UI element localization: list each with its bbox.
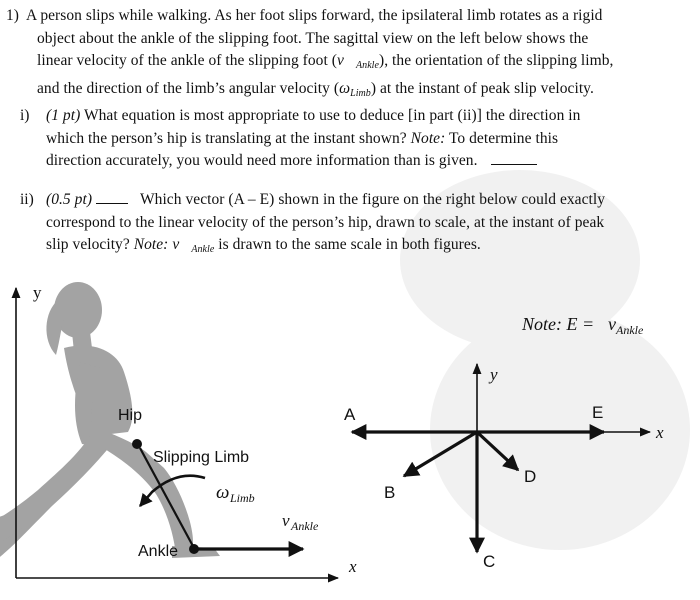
intro-line-2: object about the ankle of the slipping f… [37,29,589,47]
part-ii-line-3a: slip velocity? [46,236,134,253]
label-e: E [592,403,603,422]
part-i-line-3: direction accurately, you would need mor… [46,152,478,169]
label-c: C [483,552,495,571]
right-x-axis-label: x [655,423,664,442]
intro-line-4: and the direction of the limb’s angular … [26,78,696,106]
right-figure: Note: E = v⃗ Ankle y x A E B C D [344,314,664,571]
part-ii-v-subscript: Ankle [191,244,215,255]
omega-curved-arrow [139,474,206,507]
label-d: D [524,467,536,486]
part-ii-label: ii) [20,191,34,208]
part-i-label: i) [20,107,30,124]
v-ankle-subscript: Ankle [355,60,379,71]
v-ankle-label-subscript: Ankle [290,519,319,533]
omega-subscript: Limb [350,87,371,99]
intro-line-3a: linear velocity of the ankle of the slip… [37,52,337,69]
note-v-symbol: v⃗ [608,314,630,334]
vector-b [402,430,478,478]
v-ankle-label: v⃗ [282,511,303,530]
label-b: B [384,483,395,502]
intro-line-4a: and the direction of the limb’s angular … [37,79,340,97]
part-ii-line-2: correspond to the linear velocity of the… [46,213,605,231]
omega-symbol: ω [339,79,351,97]
person-silhouette [0,282,220,558]
part-ii-points: (0.5 pt) [46,191,93,208]
intro-line-1: A person slips while walking. As her foo… [26,7,603,24]
intro-line-3b: ), the orientation of the slipping limb, [379,52,614,69]
intro-line-4b: ) at the instant of peak slip velocity. [370,79,594,97]
part-i-text: (1 pt) What equation is most appropriate… [46,105,696,173]
part-i-points: (1 pt) [46,107,81,124]
part-ii-note-label: Note: [133,236,169,253]
part-i-note-label: Note: [410,129,446,147]
part-ii-line-3b: is drawn to the same scale in both figur… [214,236,481,253]
slipping-limb-line [139,447,195,549]
left-y-axis-label: y [33,283,42,302]
hip-label: Hip [118,407,142,424]
right-y-axis-label: y [488,365,498,384]
part-i-line-1: What equation is most appropriate to use… [80,107,581,124]
omega-label: ω [216,482,229,503]
omega-label-subscript: Limb [229,491,255,505]
v-ankle-symbol: v⃗ [336,52,356,69]
part-i-line-2: which the person’s hip is translating at… [46,129,407,147]
question-intro: A person slips while walking. As her foo… [26,5,696,105]
intro-line-3: linear velocity of the ankle of the slip… [26,50,696,78]
left-x-axis-label: x [348,557,357,576]
part-ii-answer-blank[interactable] [95,190,128,204]
vector-d [475,430,520,472]
note-v-subscript: Ankle [615,323,644,337]
left-figure: y x Hip Slipping Limb ω Limb v⃗ Ankle An… [0,282,357,583]
label-a: A [344,405,356,424]
part-i-answer-blank[interactable] [491,151,538,165]
part-i-line-2b: To determine this [445,129,559,147]
note-e-equals: Note: E = [521,314,594,334]
ankle-label: Ankle [138,543,178,560]
slipping-limb-label: Slipping Limb [153,449,249,466]
part-ii-text: (0.5 pt) Which vector (A – E) shown in t… [46,189,696,262]
part-ii-v-symbol: v⃗ [168,236,192,253]
question-number: 1) [6,7,19,24]
hip-point [132,439,142,449]
part-ii-line-1: Which vector (A – E) shown in the figure… [139,191,606,208]
